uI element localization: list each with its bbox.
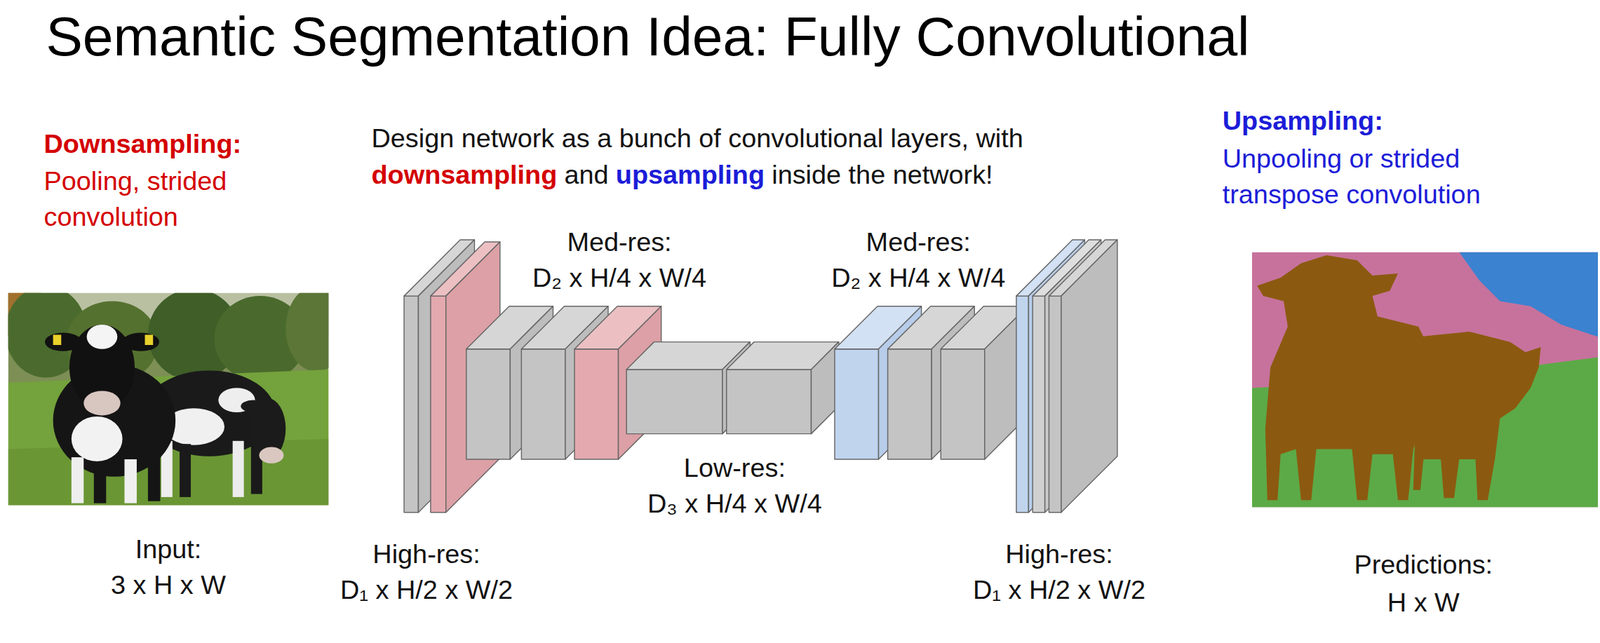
resolution-label: Low-res:	[683, 452, 786, 484]
dimension-label: D₁ x H/2 x W/2	[340, 575, 513, 607]
dimension-label: D₁ x H/2 x W/2	[972, 575, 1146, 607]
section-heading: Downsampling:	[44, 128, 242, 160]
highlight-word: downsampling	[371, 159, 558, 191]
description-text: inside the network!	[771, 159, 993, 191]
resolution-label: Med-res:	[566, 226, 672, 259]
dimension-label: H x W	[1387, 587, 1460, 619]
dimension-label: 3 x H x W	[110, 569, 226, 602]
conv-layer	[726, 342, 839, 435]
dimension-label: D₃ x H/4 x W/4	[647, 488, 823, 520]
description-text: Design network as a bunch of convolution…	[371, 122, 1024, 155]
image-caption: Input:	[135, 533, 203, 566]
dimension-label: D₂ x H/4 x W/4	[831, 262, 1006, 294]
highlight-word: upsampling	[615, 159, 765, 191]
section-heading: Upsampling:	[1222, 105, 1384, 137]
resolution-label: High-res:	[1005, 539, 1113, 571]
section-note: Unpooling or strided transpose convoluti…	[1222, 140, 1539, 213]
dimension-label: D₂ x H/4 x W/4	[532, 262, 707, 294]
slide-title: Semantic Segmentation Idea: Fully Convol…	[45, 2, 1250, 69]
segmentation-map	[1252, 252, 1598, 508]
image-caption: Predictions:	[1354, 549, 1494, 581]
input-photo	[8, 293, 329, 506]
description-text: and	[563, 159, 609, 191]
resolution-label: High-res:	[372, 539, 480, 571]
section-note: Pooling, strided convolution	[44, 163, 285, 235]
conv-layer	[940, 306, 1028, 460]
resolution-label: Med-res:	[866, 226, 971, 259]
conv-layer-blocks	[404, 239, 1118, 513]
conv-layer	[1048, 239, 1117, 513]
text-line: downsamplingandupsamplinginside the netw…	[371, 159, 994, 191]
